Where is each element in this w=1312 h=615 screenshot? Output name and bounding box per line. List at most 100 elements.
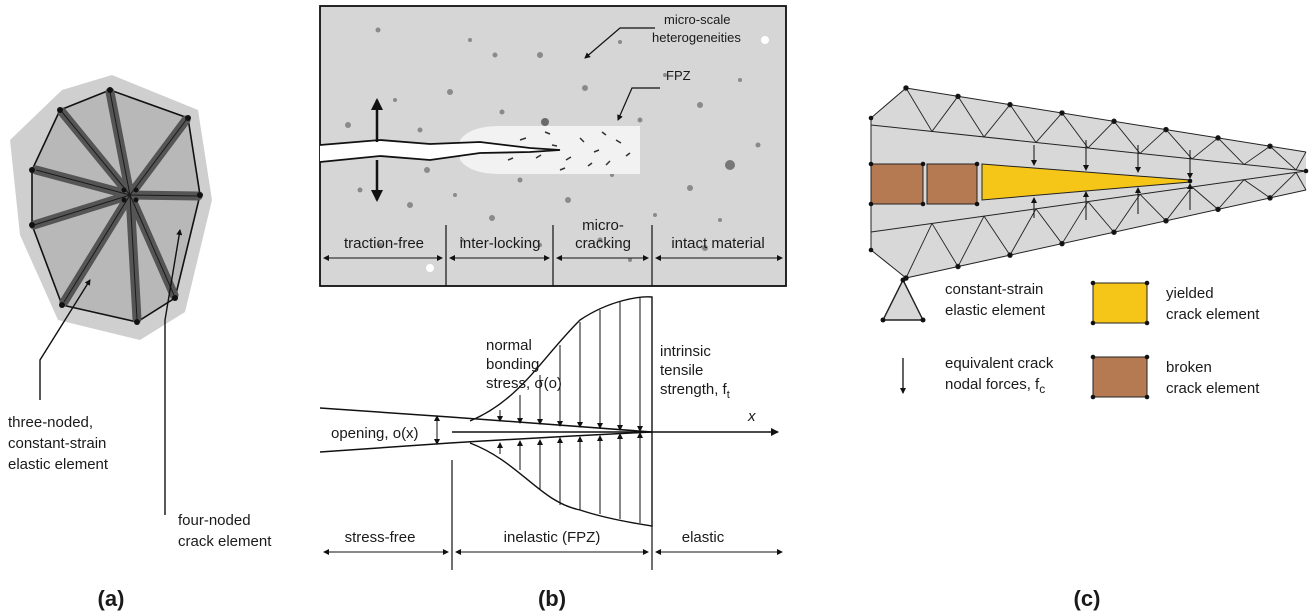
nodes — [29, 87, 203, 325]
crack-face-upper — [319, 407, 653, 433]
mesh-edge — [1061, 112, 1089, 149]
label-elastic-1: three-noded, — [8, 414, 93, 431]
mesh-edge — [931, 96, 959, 132]
legend-broken-1: broken — [1166, 359, 1212, 376]
mesh-edge — [1295, 151, 1307, 171]
caption-c: (c) — [1074, 586, 1101, 611]
mesh-edge — [1295, 172, 1307, 191]
mesh-node — [1059, 110, 1065, 116]
mesh-node — [1059, 240, 1065, 247]
legend-elastic-2: elastic element — [945, 302, 1046, 319]
heterogeneity-dots — [345, 27, 769, 272]
label-intrinsic-1: intrinsic — [660, 343, 711, 360]
mesh-edge — [905, 223, 933, 279]
mesh-node — [1267, 143, 1273, 149]
stress-arrows-upper — [497, 298, 643, 432]
zone-micro: micro- — [582, 217, 624, 234]
bottom-dividers — [451, 460, 653, 570]
legend-forces-2: nodal forces, fc — [945, 376, 1045, 396]
crack-pointer — [164, 229, 183, 515]
mesh-edge — [1139, 129, 1167, 154]
broken-crack-element-1 — [870, 163, 924, 205]
mesh-edge — [1061, 201, 1089, 244]
stress-arrows-lower — [497, 432, 643, 523]
legend-yielded-2: crack element — [1166, 306, 1260, 323]
mesh-edge — [1165, 186, 1193, 222]
mesh-edge — [1217, 137, 1245, 165]
mesh-edge — [1113, 194, 1141, 233]
mesh-edge — [1269, 172, 1297, 199]
mesh-edge — [931, 223, 959, 267]
crack-face-lower — [319, 431, 653, 453]
label-normal-3: stress, σ(o) — [486, 375, 562, 392]
mesh-node — [1111, 118, 1117, 125]
caption-b: (b) — [538, 586, 566, 611]
axis-x-label: x — [747, 408, 756, 425]
mesh-edge — [1191, 186, 1219, 210]
legend-broken-swatch — [1092, 356, 1148, 398]
zone-traction-free: traction-free — [344, 235, 424, 252]
crack-nodal-forces — [1031, 140, 1193, 220]
mesh-edge — [1009, 104, 1037, 143]
mesh-node — [1267, 195, 1273, 201]
zone-inter-locking: inter-locking — [460, 235, 541, 252]
label-crack-1: four-noded — [178, 512, 251, 529]
mesh-edge — [905, 87, 933, 132]
mesh-node — [1007, 252, 1013, 258]
panel-b-top: micro-scale heterogeneities FPZ traction… — [319, 5, 787, 287]
legend-elastic-1: constant-strain — [945, 281, 1043, 298]
mesh-edge — [1087, 120, 1115, 149]
zone-stress-free: stress-free — [345, 529, 416, 546]
mesh-edge — [957, 96, 985, 138]
macro-crack — [319, 139, 561, 163]
mesh-edge — [1087, 201, 1115, 233]
hetero-pointer — [584, 27, 655, 59]
legend-broken-2: crack element — [1166, 380, 1260, 397]
label-opening: opening, o(x) — [331, 425, 419, 442]
mesh-edge — [1191, 137, 1219, 160]
mesh-edge — [1165, 129, 1193, 160]
fpz-pointer — [617, 87, 660, 121]
label-hetero-2: heterogeneities — [652, 30, 741, 45]
label-normal-1: normal — [486, 337, 532, 354]
mesh-node — [955, 93, 961, 100]
mesh-node — [1215, 206, 1221, 213]
mesh-node — [903, 85, 909, 91]
mesh-edge — [1217, 179, 1245, 210]
legend-elastic-triangle — [881, 278, 925, 321]
zone-intact: intact material — [671, 235, 764, 252]
mesh-node — [955, 263, 961, 270]
mesh-node — [1163, 218, 1169, 224]
mesh-diagonals — [903, 85, 1307, 281]
label-elastic-3: elastic element — [8, 456, 109, 473]
label-hetero-1: micro-scale — [664, 12, 730, 27]
mesh-node — [1163, 126, 1169, 133]
mesh-node — [1215, 135, 1221, 141]
legend-yielded-1: yielded — [1166, 285, 1214, 302]
label-normal-2: bonding — [486, 356, 539, 373]
label-intrinsic-3: strength, ft — [660, 381, 730, 401]
zone-elastic: elastic — [682, 529, 725, 546]
stress-envelope-upper — [469, 296, 653, 432]
zone-dividers — [445, 225, 653, 286]
mesh-edge — [1269, 145, 1297, 171]
fpz-microcracks — [507, 131, 631, 171]
panel-a: three-noded, constant-strain elastic ele… — [8, 75, 272, 611]
mesh-edge — [957, 215, 985, 267]
mesh-edge — [1035, 208, 1063, 244]
mesh-edge — [1009, 208, 1037, 256]
mesh-edge — [1243, 179, 1271, 199]
elastic-pointer — [39, 279, 91, 400]
mesh-edge — [1113, 120, 1141, 154]
panel-c: constant-strain elastic element yielded … — [868, 85, 1309, 611]
label-elastic-2: constant-strain — [8, 435, 106, 452]
stress-envelope-lower — [469, 432, 653, 527]
panel-b-bottom: x opening, o(x) normal bonding s — [319, 296, 783, 611]
zone-cracking: cracking — [575, 235, 631, 252]
mesh-edge — [1139, 193, 1167, 222]
label-intrinsic-2: tensile — [660, 362, 703, 379]
mesh-edge — [983, 104, 1011, 138]
label-fpz: FPZ — [666, 68, 691, 83]
caption-a: (a) — [98, 586, 125, 611]
